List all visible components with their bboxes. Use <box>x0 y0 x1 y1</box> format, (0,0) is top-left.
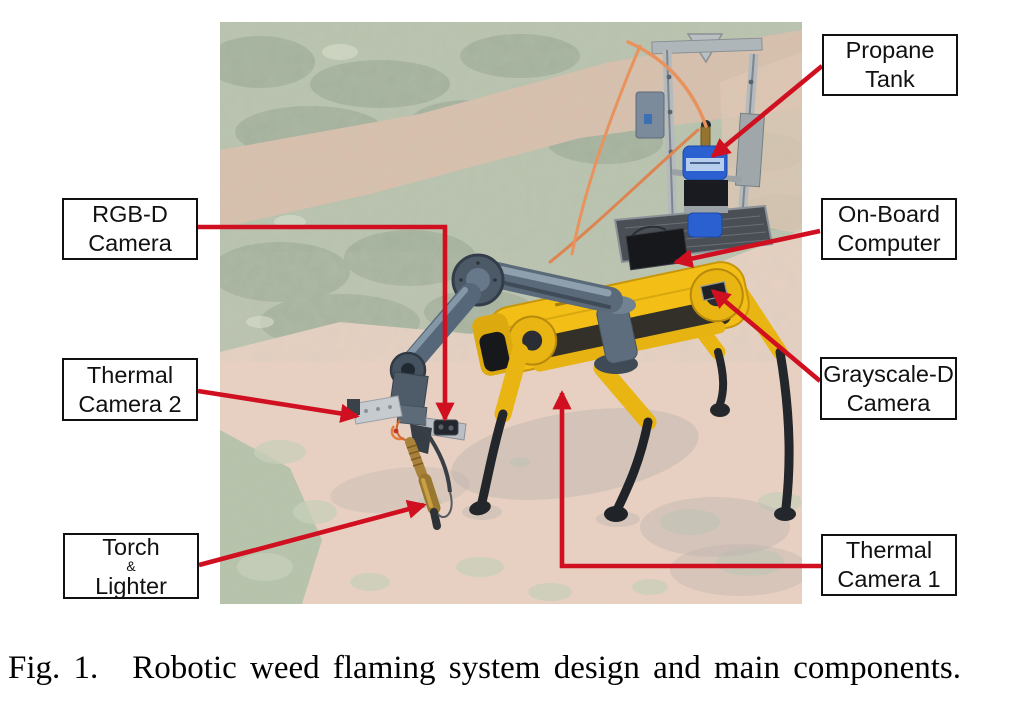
label-line: Camera 1 <box>837 566 941 592</box>
field-scene <box>220 22 802 604</box>
label-grayscale-d-camera: Grayscale-D Camera <box>820 357 957 420</box>
field-photo <box>220 22 802 604</box>
label-line: Camera <box>846 389 931 416</box>
label-line: Propane <box>845 37 935 63</box>
figure-number: Fig. 1. <box>8 650 99 686</box>
label-propane-tank: Propane Tank <box>822 34 958 96</box>
label-line: On-Board <box>838 201 940 227</box>
propane-hose <box>548 40 708 264</box>
label-line: Thermal <box>86 361 174 388</box>
onboard-computer-box <box>625 225 689 271</box>
label-onboard-computer: On-Board Computer <box>821 198 957 260</box>
label-torch-lighter: Torch & Lighter <box>63 533 199 599</box>
torch-device <box>405 428 453 530</box>
label-line: Computer <box>837 230 941 256</box>
label-thermal-camera-1: Thermal Camera 1 <box>821 534 957 596</box>
label-line: Thermal <box>845 537 933 563</box>
label-line: & <box>126 557 136 574</box>
label-line: Tank <box>865 66 915 92</box>
label-line: Grayscale-D <box>823 360 954 387</box>
label-rgbd-camera: RGB-D Camera <box>62 198 198 260</box>
caption-text: Robotic weed flaming system design and m… <box>132 650 961 686</box>
label-line: Camera 2 <box>78 390 182 417</box>
label-line: Lighter <box>95 572 167 599</box>
figure-caption: Fig. 1. Robotic weed flaming system desig… <box>8 650 1010 687</box>
label-thermal-camera-2: Thermal Camera 2 <box>62 358 198 421</box>
label-line: RGB-D <box>92 201 168 227</box>
label-line: Camera <box>88 230 172 256</box>
label-line: Torch <box>102 533 160 560</box>
